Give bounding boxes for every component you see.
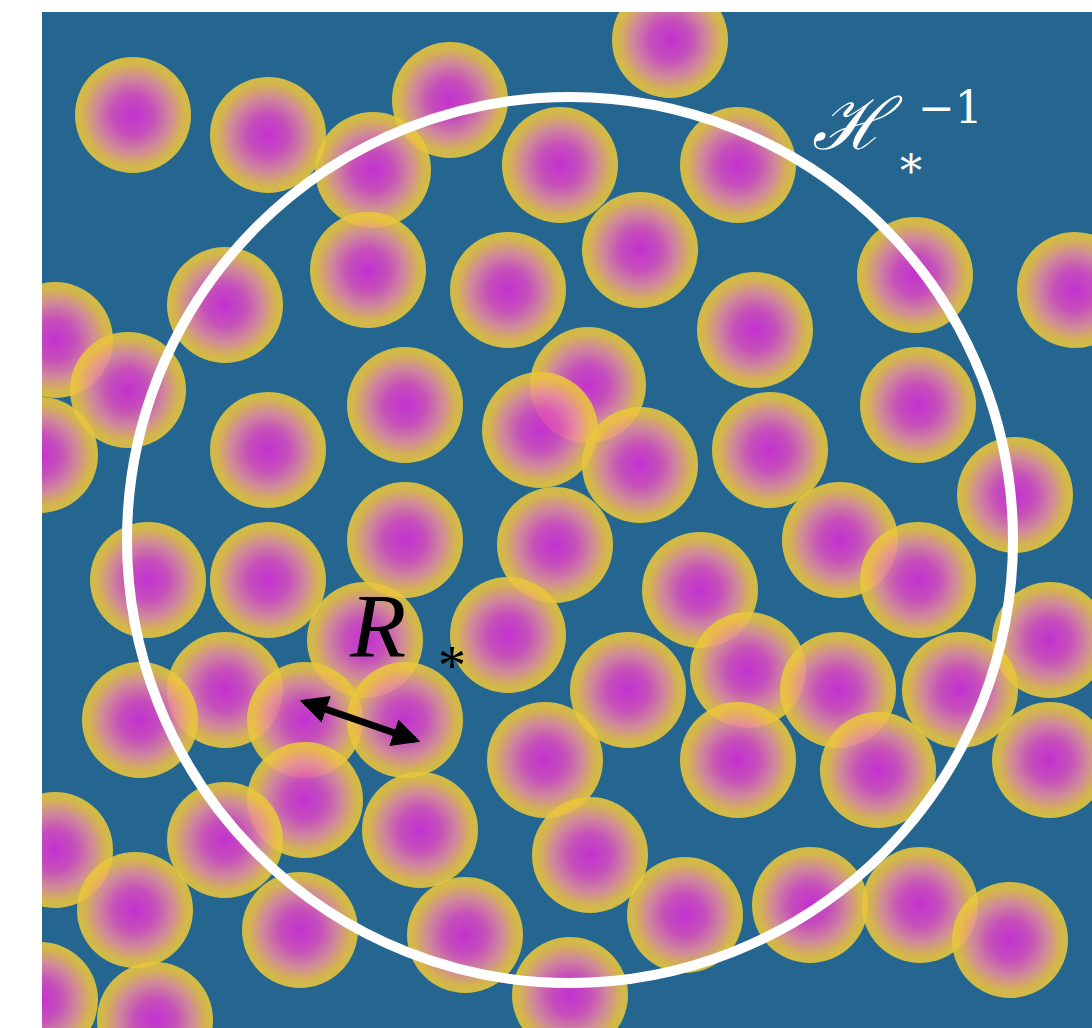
density-blob bbox=[97, 962, 213, 1028]
density-blob bbox=[90, 522, 206, 638]
density-blob bbox=[210, 522, 326, 638]
density-blob bbox=[450, 232, 566, 348]
density-blob bbox=[502, 107, 618, 223]
density-blob bbox=[680, 107, 796, 223]
radius-symbol: R bbox=[350, 580, 406, 672]
horizon-circle bbox=[127, 97, 1013, 983]
radius-arrow bbox=[305, 702, 415, 740]
density-blob bbox=[77, 852, 193, 968]
density-blob bbox=[992, 702, 1092, 818]
density-blob bbox=[1017, 232, 1092, 348]
density-blob bbox=[952, 882, 1068, 998]
density-blob bbox=[75, 57, 191, 173]
density-blob bbox=[362, 772, 478, 888]
density-blob bbox=[612, 12, 728, 98]
density-blob bbox=[347, 347, 463, 463]
density-blob bbox=[582, 407, 698, 523]
density-blob bbox=[42, 942, 98, 1028]
density-blob bbox=[310, 212, 426, 328]
subscript: * bbox=[438, 638, 466, 694]
density-blob bbox=[860, 522, 976, 638]
density-blob bbox=[482, 372, 598, 488]
density-blob bbox=[210, 77, 326, 193]
density-blob bbox=[860, 347, 976, 463]
density-blob bbox=[42, 397, 98, 513]
density-blob bbox=[697, 272, 813, 388]
density-blob bbox=[450, 577, 566, 693]
density-blob bbox=[582, 192, 698, 308]
subscript: * bbox=[900, 150, 922, 194]
hubble-symbol: ℋ bbox=[812, 88, 888, 160]
density-blob bbox=[680, 702, 796, 818]
superscript: −1 bbox=[918, 86, 983, 130]
background bbox=[42, 12, 1092, 1028]
density-blob bbox=[210, 392, 326, 508]
density-blob bbox=[752, 847, 868, 963]
blob-field bbox=[42, 12, 1092, 1028]
